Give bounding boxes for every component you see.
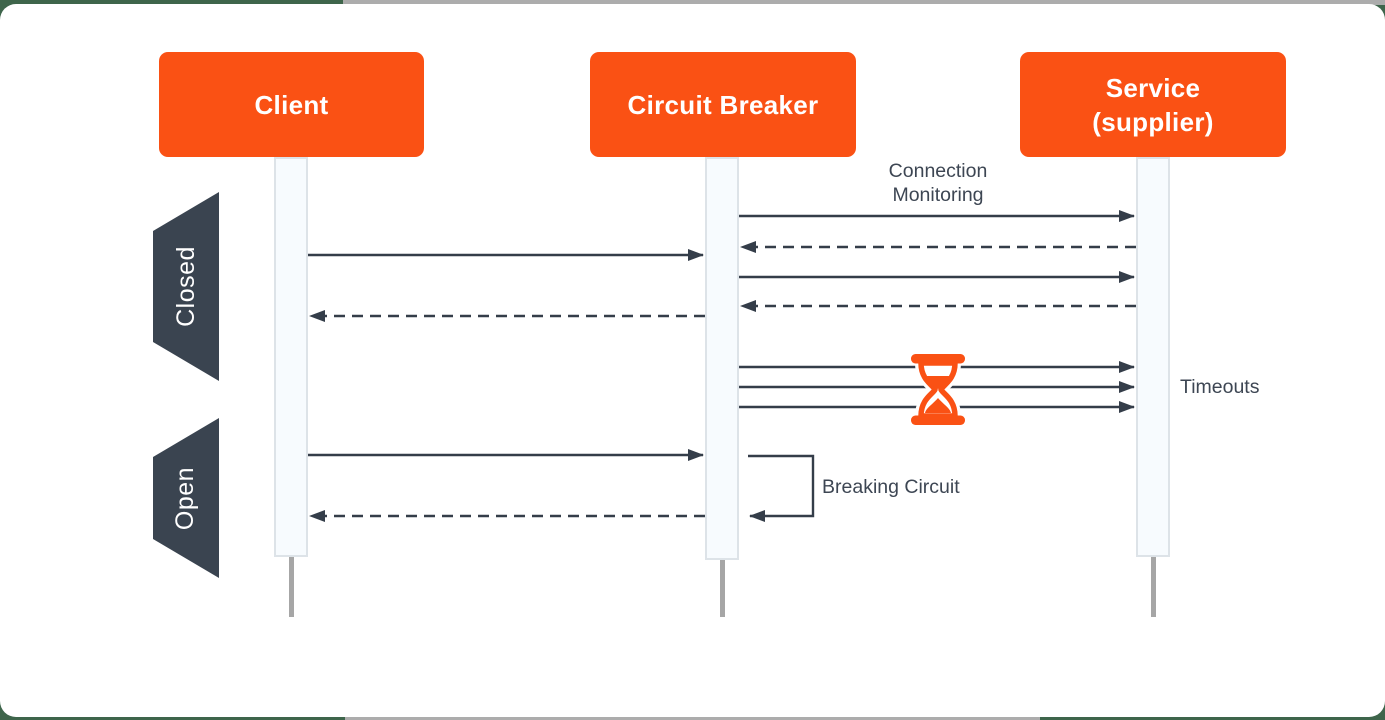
activation-bar-circuit-breaker: [705, 157, 739, 560]
actor-label-client: Client: [254, 89, 329, 120]
lifeline-tail-client: [289, 557, 294, 617]
actor-label-service-line1: Service: [1105, 72, 1201, 103]
state-label-closed: Closed: [171, 246, 200, 327]
lifeline-tail-circuit-breaker: [720, 560, 725, 617]
background-strip-bottom: [345, 716, 1040, 720]
label-connection-monitoring: Connection Monitoring: [888, 160, 988, 206]
arrow-self-loop-breaking-circuit: [748, 454, 815, 522]
activation-bar-client: [274, 157, 308, 557]
hourglass-icon: [908, 352, 968, 427]
actor-label-circuit-breaker: Circuit Breaker: [627, 89, 819, 120]
actor-box-circuit-breaker: Circuit Breaker: [590, 52, 856, 157]
label-timeouts: Timeouts: [1180, 376, 1260, 398]
actor-label-service-line2: (supplier): [1092, 106, 1214, 137]
actor-box-client: Client: [159, 52, 424, 157]
lifeline-tail-service: [1151, 557, 1156, 617]
activation-bar-service: [1136, 157, 1170, 557]
background-strip-top: [343, 0, 1385, 5]
actor-box-service: Service (supplier): [1020, 52, 1286, 157]
state-label-open: Open: [171, 466, 200, 530]
label-breaking-circuit: Breaking Circuit: [822, 476, 960, 498]
